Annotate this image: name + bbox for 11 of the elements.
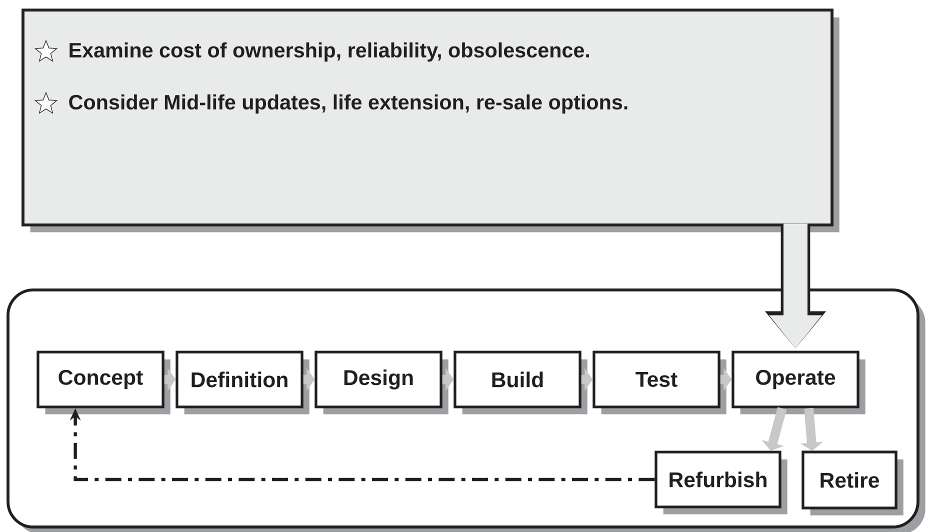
stage-box: Design [314, 350, 448, 414]
stage-box: Definition [176, 350, 310, 414]
bullet-text: Examine cost of ownership, reliability, obsolescence. [70, 42, 589, 62]
stage-box: Build [454, 350, 588, 414]
callout-box [22, 8, 840, 232]
stage-box: Refurbish [654, 450, 788, 514]
stage-box: Operate [732, 350, 866, 414]
stage-box: Concept [36, 350, 170, 414]
bullet-text: Consider Mid-life updates, life extension, re-sale options. [69, 94, 628, 114]
stage-box: Retire [802, 450, 904, 516]
stage-box: Test [592, 350, 726, 414]
